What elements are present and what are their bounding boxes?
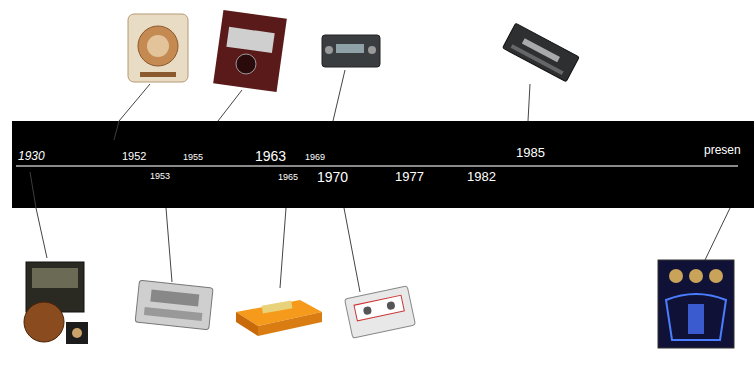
radio-dial-center — [147, 35, 169, 57]
radio-dial — [150, 290, 199, 307]
dash-panel — [226, 27, 274, 53]
radio-body — [128, 14, 188, 82]
system-gauge — [709, 269, 723, 283]
radio-1969-picture — [322, 35, 380, 67]
timeline-band — [12, 121, 754, 208]
system-panel — [658, 260, 734, 348]
radio-buttons — [144, 307, 203, 321]
system-gauge — [669, 269, 683, 283]
cassette-body — [345, 286, 416, 338]
band-leaders — [30, 121, 119, 208]
radio-display — [336, 44, 364, 53]
radio-tubes — [32, 268, 78, 288]
car-dashboard-picture — [213, 10, 287, 92]
leader-lines — [36, 70, 730, 292]
radio-buttons — [511, 44, 564, 75]
leader-line — [218, 90, 242, 121]
year-label: presen — [704, 144, 741, 156]
timeline-axis — [16, 165, 738, 167]
cartridge-label — [262, 300, 293, 313]
leader-line — [280, 208, 286, 288]
cassette-picture — [345, 286, 416, 338]
system-glow — [666, 294, 726, 340]
year-label: 1977 — [395, 170, 424, 183]
year-label: 1970 — [317, 170, 348, 184]
radio-1985-picture — [503, 23, 580, 82]
cassette-label — [354, 295, 404, 321]
system-gauge — [689, 269, 703, 283]
radio-body — [322, 35, 380, 67]
leader-line — [333, 70, 345, 121]
radio-body — [503, 23, 580, 82]
leader-line — [30, 172, 36, 208]
year-label: 1952 — [122, 151, 146, 162]
cartridge-front — [258, 312, 322, 336]
radio-knob — [368, 46, 376, 54]
year-label: 1982 — [467, 170, 496, 183]
cassette-reel — [363, 306, 372, 315]
radio-speaker — [24, 302, 64, 342]
dash-wheel — [236, 54, 256, 74]
year-label: 1953 — [150, 172, 170, 181]
leader-line — [705, 208, 730, 260]
system-console — [688, 304, 704, 334]
leader-line — [528, 84, 530, 121]
year-label: 1955 — [183, 153, 203, 162]
radio-knobs — [140, 72, 176, 77]
radio-control-knob — [72, 328, 82, 338]
cartridge-side — [236, 312, 258, 336]
leader-line — [166, 208, 172, 282]
year-label: 1963 — [255, 149, 286, 163]
radio-1930-picture — [24, 262, 88, 344]
radio-body — [135, 280, 213, 330]
leader-line — [36, 208, 47, 258]
leader-line — [114, 121, 119, 140]
dash-photo — [213, 10, 287, 92]
radio-knob — [325, 46, 333, 54]
cassette-reel — [386, 301, 395, 310]
radio-slot — [522, 38, 560, 62]
year-label: 1969 — [305, 153, 325, 162]
radio-1952-picture — [128, 14, 188, 82]
year-label: 1985 — [516, 146, 545, 159]
leader-line — [119, 84, 150, 121]
radio-control — [66, 322, 88, 344]
present-system-picture — [658, 260, 734, 348]
leader-line — [344, 208, 360, 292]
radio-1953-picture — [135, 280, 213, 330]
year-label: 1965 — [278, 173, 298, 182]
radio-dial — [138, 26, 178, 66]
eight-track-picture — [236, 300, 322, 336]
year-label: 1930 — [18, 150, 45, 162]
